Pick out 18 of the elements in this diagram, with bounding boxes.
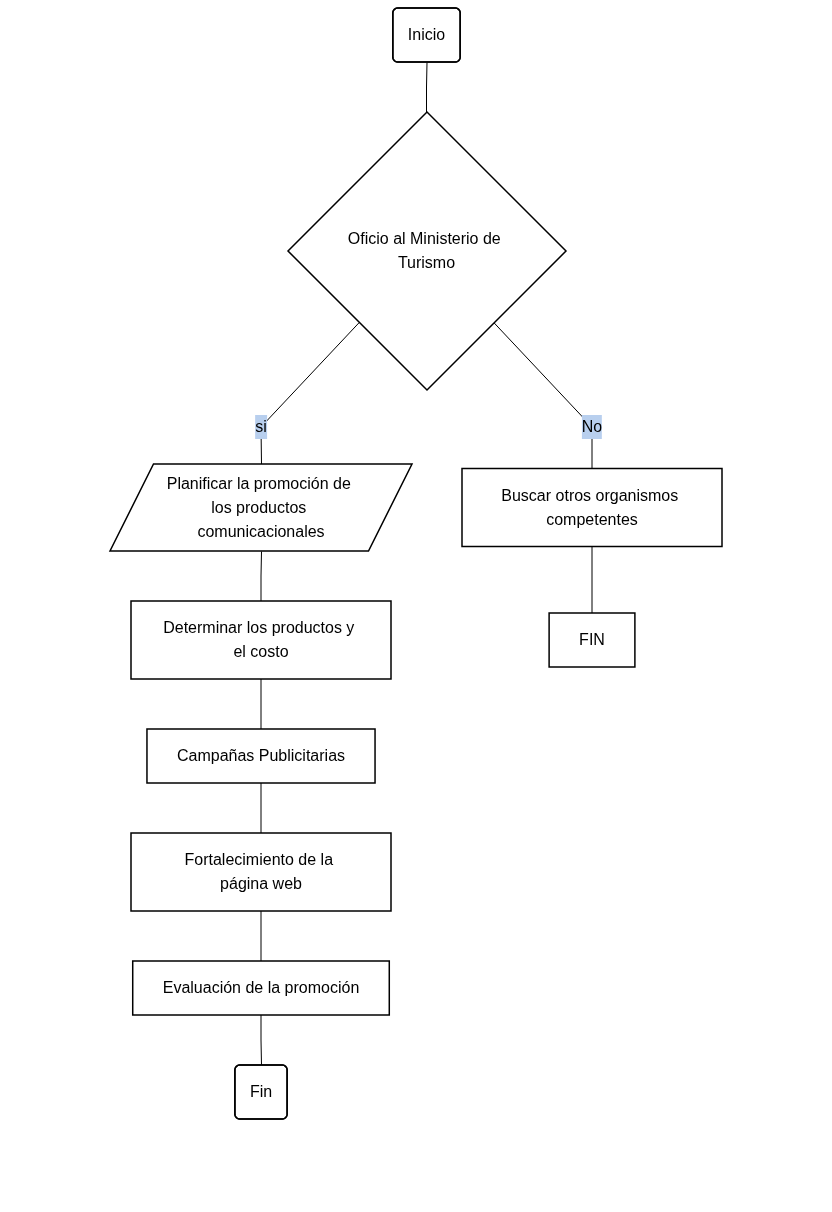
node-box: FIN (548, 612, 636, 668)
node-box: Determinar los productos y el costo (130, 600, 392, 680)
connector (426, 62, 428, 113)
connector (260, 678, 262, 730)
node-box: Fortalecimiento de la página web (130, 832, 392, 912)
edge-label: si (255, 418, 267, 435)
node-box: Evaluación de la promoción (131, 960, 391, 1016)
connector (260, 910, 262, 962)
edge-label: No (581, 418, 603, 435)
connector (260, 782, 262, 834)
node-diamond: Oficio al Ministerio de Turismo (286, 110, 568, 392)
connector (493, 322, 593, 469)
connector (260, 322, 360, 465)
connector (591, 546, 593, 614)
node-box: Buscar otros organismos competentes (461, 467, 723, 548)
connector (260, 1014, 262, 1066)
connector (260, 551, 262, 602)
node-box: Campañas Publicitarias (146, 728, 376, 784)
